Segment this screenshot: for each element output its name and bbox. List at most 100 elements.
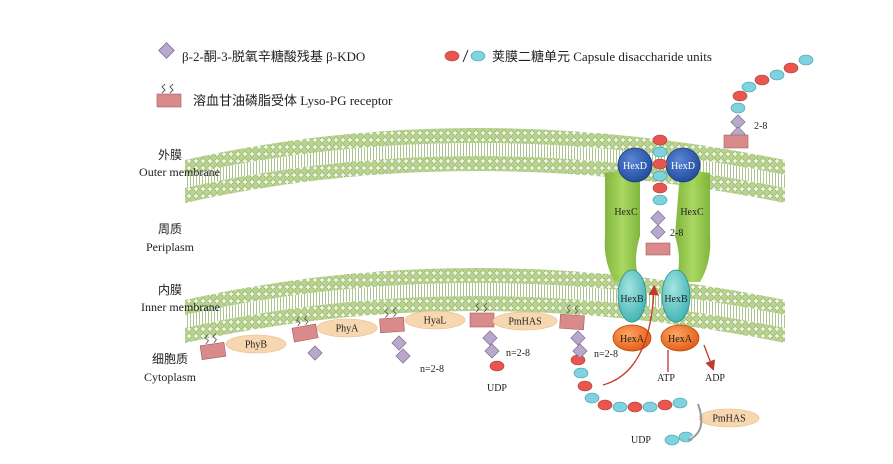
kdo-residue — [650, 224, 666, 240]
capsule-red-unit — [652, 134, 668, 146]
pmhas-oval-label: PmHAS — [508, 317, 541, 328]
label-n-2-8-a: n=2-8 — [420, 364, 444, 375]
adp-arrow — [703, 344, 716, 371]
legend-lyso-label: 溶血甘油磷脂受体 Lyso-PG receptor — [193, 93, 393, 108]
hexa-left-label: HexA — [620, 334, 645, 345]
region-inner-cn: 内膜 — [157, 283, 182, 297]
capsule-red-unit — [597, 399, 613, 411]
kdo-residue — [484, 343, 500, 359]
receptor-tails — [566, 304, 579, 315]
capsule-red-unit — [652, 182, 668, 194]
hyal-oval-label: HyaL — [424, 316, 447, 327]
hexd-left-label: HexD — [623, 161, 647, 172]
pmhas-oval — [492, 311, 558, 331]
region-outer-cn: 外膜 — [157, 148, 182, 162]
capsule-cyan-unit — [741, 81, 757, 93]
hexc-left-label: HexC — [614, 207, 638, 218]
kdo-residue — [570, 330, 586, 346]
outer-receptor — [723, 134, 749, 149]
legend-kdo-label: β-2-酮-3-脱氧辛糖酸残基 β-KDO — [182, 49, 366, 64]
hexb-left — [617, 269, 647, 323]
label-n-2-8-b: n=2-8 — [506, 348, 530, 359]
kdo-residue — [391, 335, 407, 351]
receptor-body — [379, 316, 405, 334]
hexa-left — [612, 324, 652, 352]
phya-oval-label: PhyA — [336, 324, 360, 335]
region-outer-en: Outer membrane — [139, 165, 220, 179]
kdo-residue — [650, 210, 666, 226]
phyb-oval — [225, 334, 287, 354]
region-cyto-cn: 细胞质 — [151, 352, 188, 366]
phya-oval — [316, 318, 378, 338]
capsule-red-unit — [652, 158, 668, 170]
hexd-left — [617, 147, 653, 183]
hexa-right-label: HexA — [668, 334, 693, 345]
capsule-cyan-unit — [672, 397, 688, 409]
udp-red-unit — [489, 360, 505, 372]
synthesis-arrow — [687, 403, 703, 441]
region-peri-en: Periplasm — [146, 240, 194, 254]
receptor-body — [559, 313, 585, 331]
hexc-left — [604, 171, 640, 282]
capsule-cyan-unit — [573, 367, 589, 379]
export-arrow — [602, 284, 659, 386]
hexb-right-label: HexB — [664, 294, 688, 305]
hexb-left-label: HexB — [620, 294, 644, 305]
legend-capsule-icon — [444, 49, 486, 63]
capsule-cyan-unit — [730, 102, 746, 114]
capsule-cyan-unit — [612, 401, 628, 413]
receptor-body — [469, 312, 495, 328]
capsule-cyan-unit — [642, 401, 658, 413]
pmhas-bottom-oval-label: PmHAS — [712, 414, 745, 425]
receptors — [199, 134, 749, 364]
hexc-right — [675, 171, 711, 282]
capsule-red-unit — [657, 399, 673, 411]
label-udp-bottom: UDP — [631, 435, 651, 446]
legend — [156, 42, 486, 108]
hexc-right-label: HexC — [680, 207, 704, 218]
capsule-red-unit — [577, 380, 593, 392]
enzyme-ovals — [225, 310, 760, 428]
kdo-residue — [482, 330, 498, 346]
legend-kdo-icon — [158, 42, 175, 59]
label-n-2-8-c: n=2-8 — [594, 349, 618, 360]
label-atp: ATP — [657, 373, 675, 384]
lyso-pg-receptor — [291, 315, 319, 343]
capsule-red-unit — [627, 401, 643, 413]
region-peri-cn: 周质 — [157, 222, 182, 236]
capsule-cyan-unit — [652, 194, 668, 206]
kdo-residue — [572, 343, 588, 359]
capsule-red-unit — [754, 74, 770, 86]
lyso-pg-receptor — [559, 304, 585, 331]
kdo-residue — [395, 348, 411, 364]
hyal-oval — [404, 310, 466, 330]
label-adp: ADP — [705, 373, 725, 384]
lyso-pg-receptor — [199, 333, 227, 360]
receptor-tails — [296, 315, 309, 327]
legend-capsule-label: 荚膜二糖单元 Capsule disaccharide units — [492, 49, 712, 64]
hexb-right — [661, 269, 691, 323]
legend-lyso-icon — [156, 83, 182, 108]
receptor-tails — [204, 333, 217, 345]
capsule-cyan-unit — [584, 392, 600, 404]
label-2-8-channel: 2-8 — [670, 228, 683, 239]
region-inner-en: Inner membrane — [141, 300, 220, 314]
capsule-cyan-unit — [652, 146, 668, 158]
hexd-right-label: HexD — [671, 161, 695, 172]
capsule-cyan-unit — [798, 54, 814, 66]
hexa-right — [660, 324, 700, 352]
capsule-chains — [489, 54, 814, 446]
energy-arrows — [602, 284, 716, 386]
kdo-residue — [730, 114, 746, 130]
capsule-red-unit — [783, 62, 799, 74]
lyso-pg-receptor — [379, 307, 405, 334]
receptor-tails — [384, 307, 397, 318]
label-2-8-top: 2-8 — [754, 121, 767, 132]
periplasm-receptor — [645, 242, 671, 256]
receptor-body — [291, 323, 319, 343]
kdo-residue — [307, 345, 323, 361]
export-complex — [604, 147, 711, 352]
label-udp: UDP — [487, 383, 507, 394]
synthesis-arrow-inner — [689, 405, 700, 439]
